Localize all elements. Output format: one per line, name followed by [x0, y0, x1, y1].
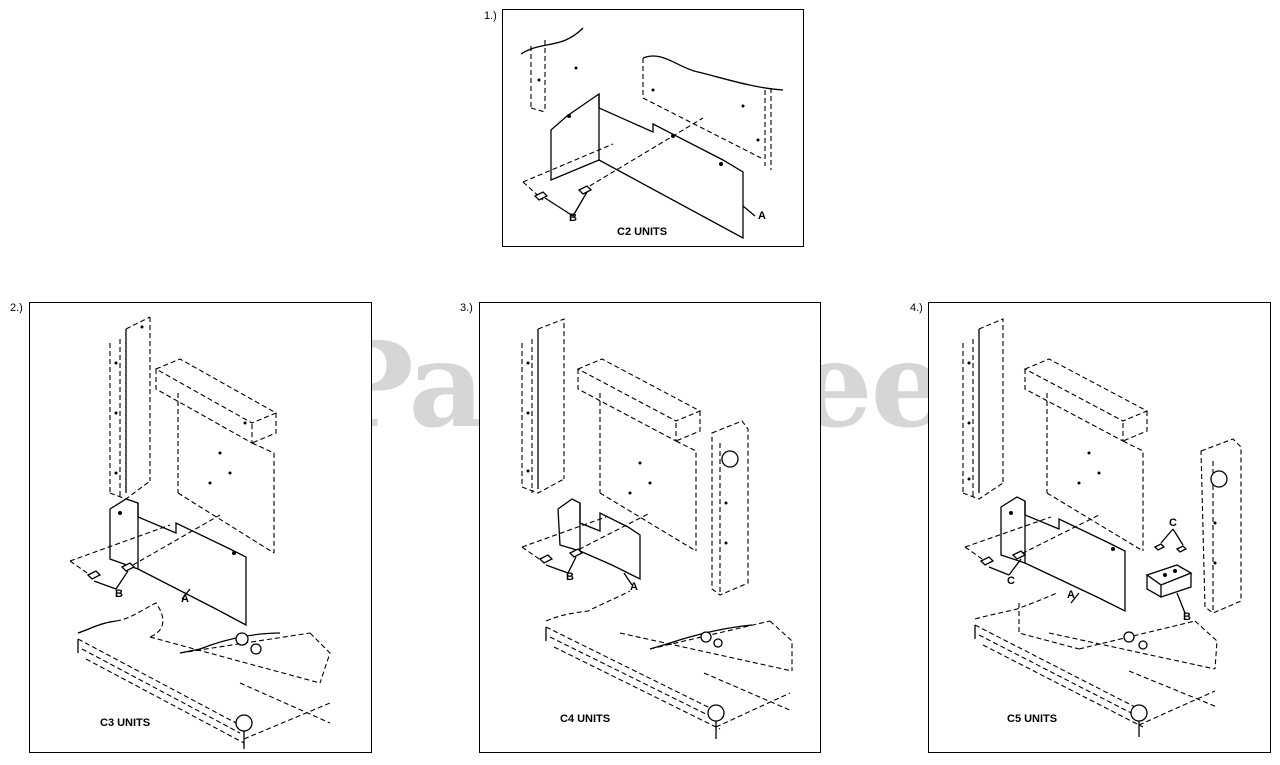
panel-3-drawing	[521, 318, 793, 739]
panel-2-diagram: B A C3 UNITS	[29, 302, 372, 753]
panel-4-callout-c-left: C	[1007, 575, 1015, 587]
panel-4-callout-b: B	[1183, 611, 1191, 623]
panel-4-drawing	[962, 318, 1242, 737]
panel-1-step-label: 1.)	[484, 10, 497, 22]
panel-2-callout-a: A	[181, 593, 189, 605]
panel-2-step-label: 2.)	[10, 302, 23, 314]
panel-2-caption: C3 UNITS	[100, 717, 151, 729]
panel-3-callout-b: B	[566, 571, 574, 583]
panel-4-diagram: C A C B C5 UNITS	[928, 302, 1271, 753]
panel-2-callout-b: B	[115, 588, 123, 600]
panel-4-callout-c-right: C	[1169, 517, 1177, 529]
panel-3-caption: C4 UNITS	[560, 713, 611, 725]
panel-4-caption: C5 UNITS	[1007, 713, 1058, 725]
panel-4-callout-a: A	[1067, 589, 1075, 601]
panel-3-diagram: B A C4 UNITS	[479, 302, 821, 753]
panel-4-step-label: 4.)	[910, 302, 923, 314]
panel-1-diagram: B A C2 UNITS	[502, 9, 804, 247]
panel-1-drawing	[520, 27, 784, 240]
panel-3-step-label: 3.)	[460, 302, 473, 314]
panel-3-callout-a: A	[630, 581, 638, 593]
panel-1-caption: C2 UNITS	[617, 226, 668, 238]
panel-1-callout-a: A	[758, 210, 766, 222]
panel-2-drawing	[69, 316, 331, 749]
panel-1-callout-b: B	[569, 212, 577, 224]
